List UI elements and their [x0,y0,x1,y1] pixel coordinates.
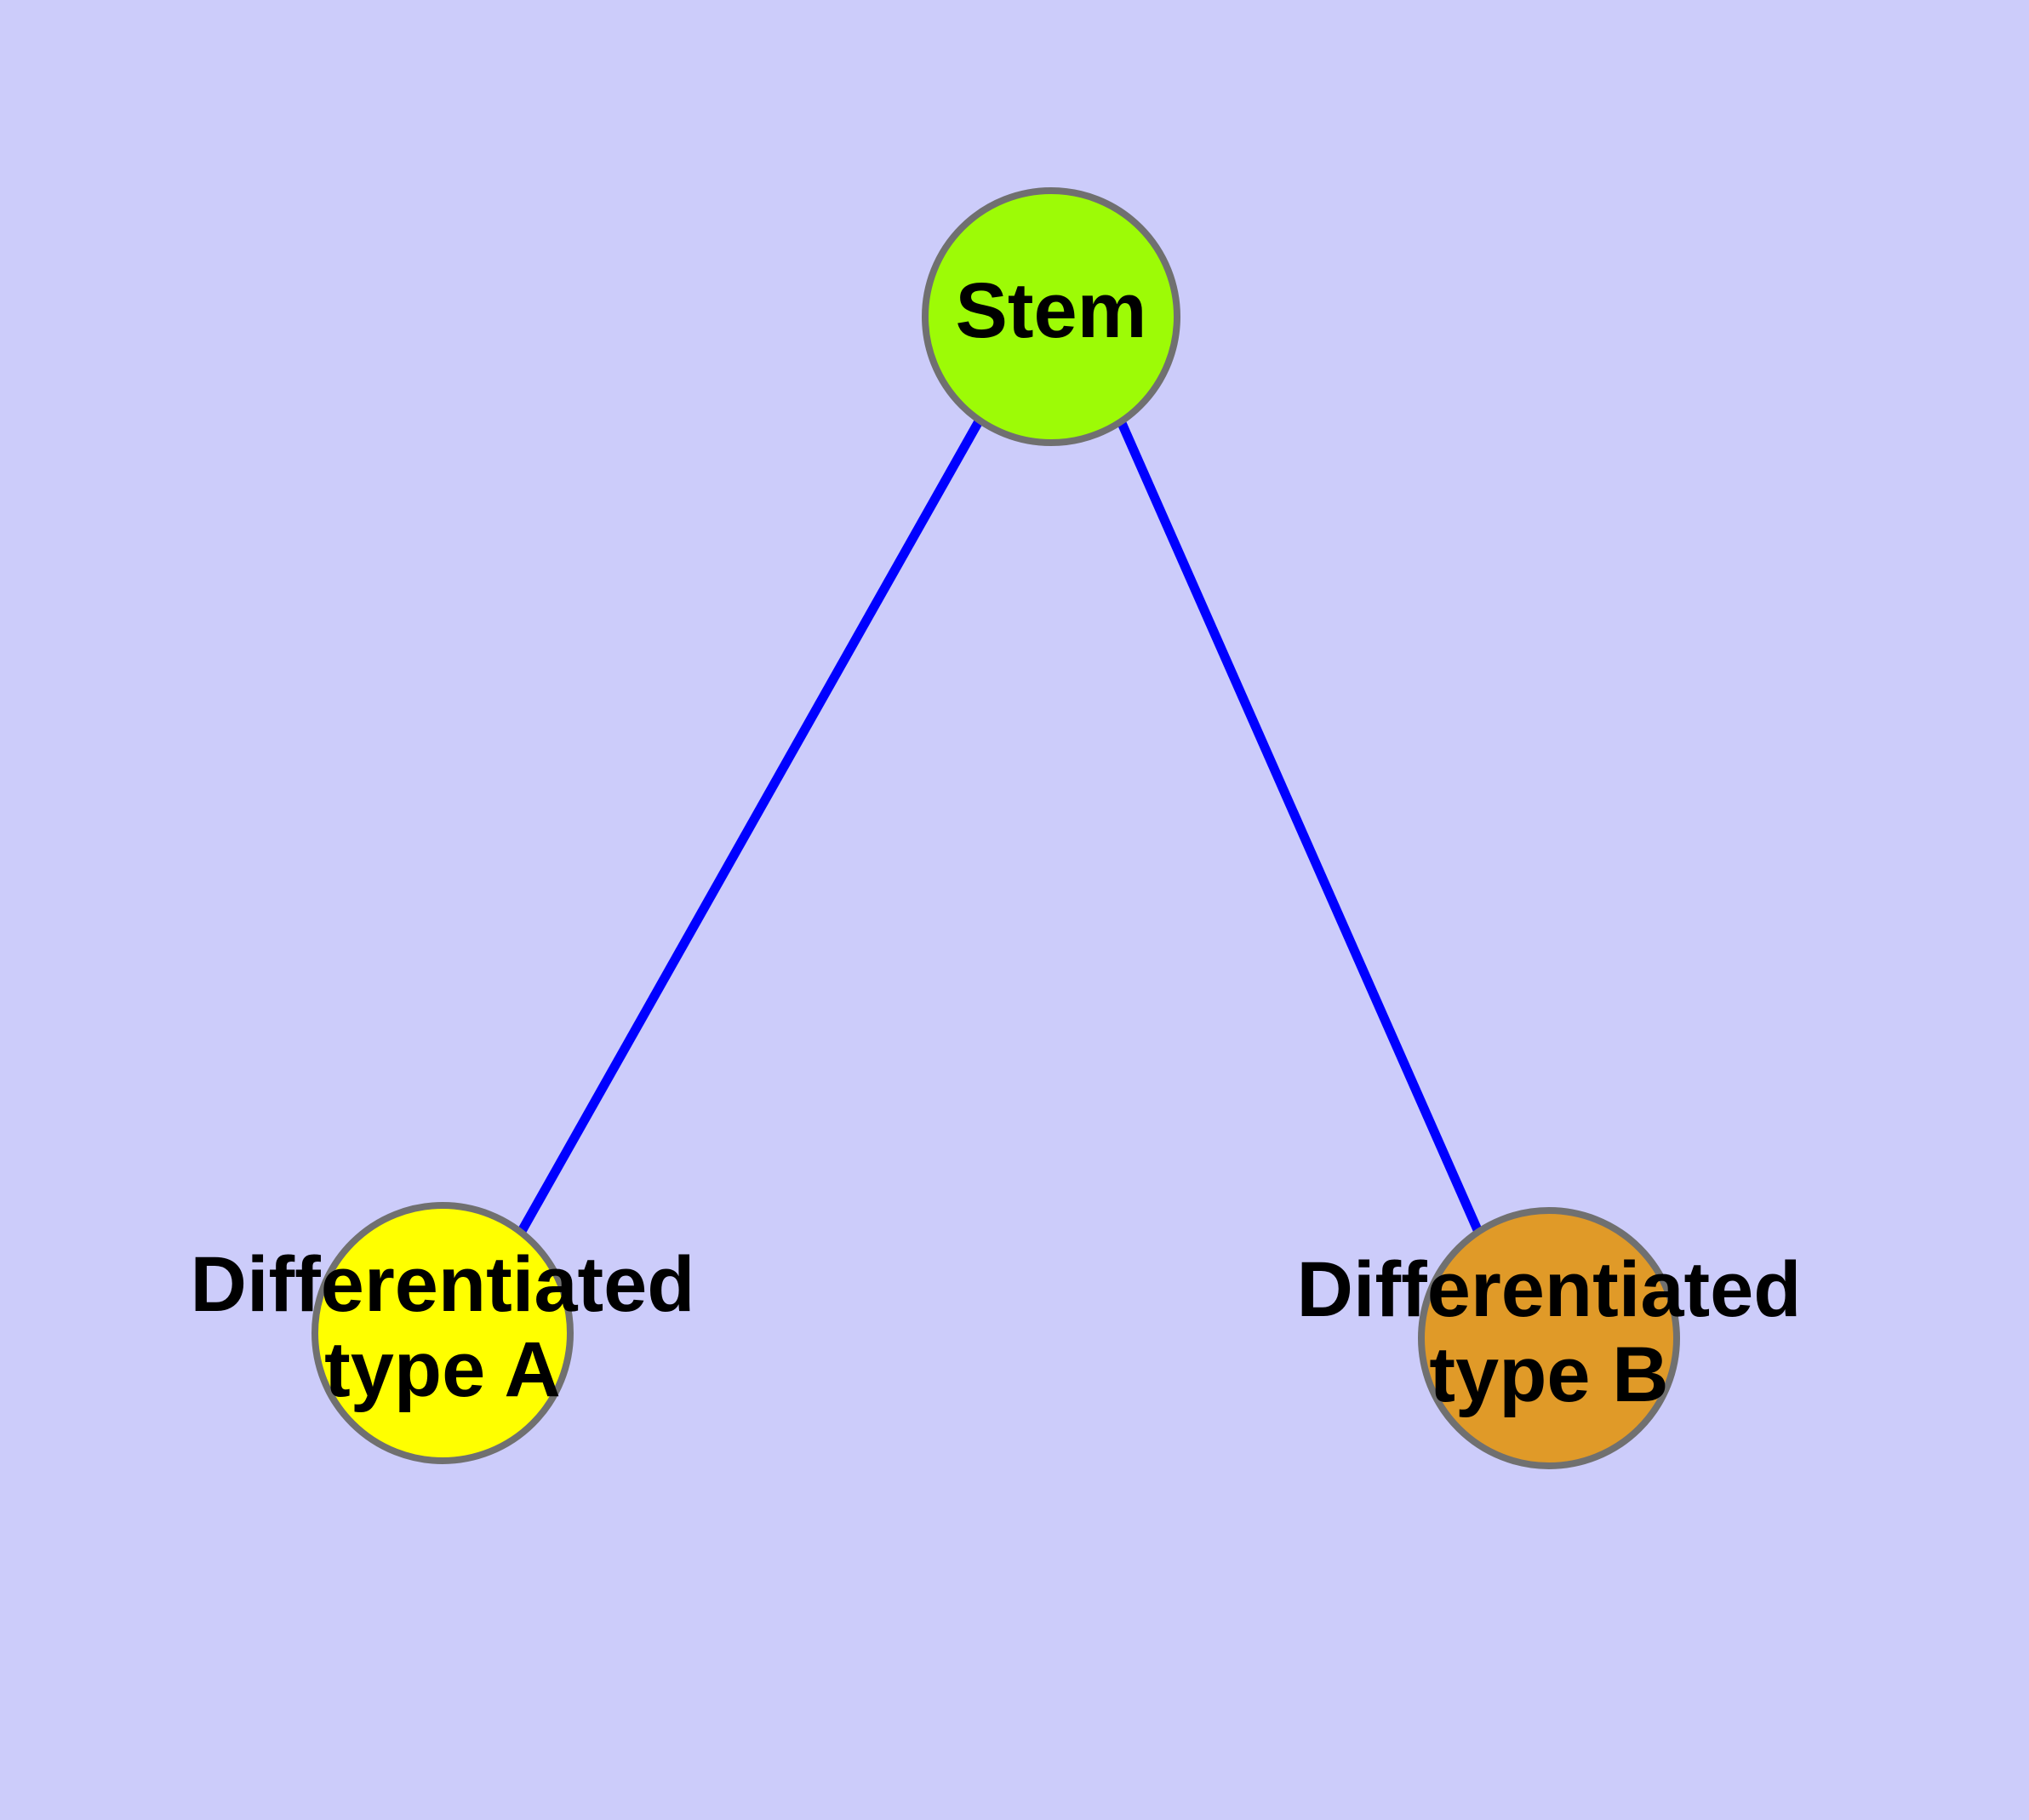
node-label-line: Differentiated [1297,1246,1802,1333]
node-circle-stem[interactable] [922,187,1180,446]
edges-group [517,419,1483,1235]
edge-stem-to-diff_a[interactable] [517,419,983,1235]
node-diff_a[interactable] [311,1202,574,1464]
node-circle-diff_a[interactable] [311,1202,574,1464]
node-circle-diff_b[interactable] [1418,1207,1680,1469]
node-label-line: Stem [956,267,1147,354]
edge-stem-to-diff_b[interactable] [1117,421,1483,1234]
node-label-line: type A [324,1326,561,1413]
node-label-stem: Stem [956,267,1147,354]
node-label-line: Differentiated [191,1241,695,1328]
node-diff_b[interactable] [1418,1207,1680,1469]
node-stem[interactable] [922,187,1180,446]
node-label-line: type B [1429,1331,1668,1418]
